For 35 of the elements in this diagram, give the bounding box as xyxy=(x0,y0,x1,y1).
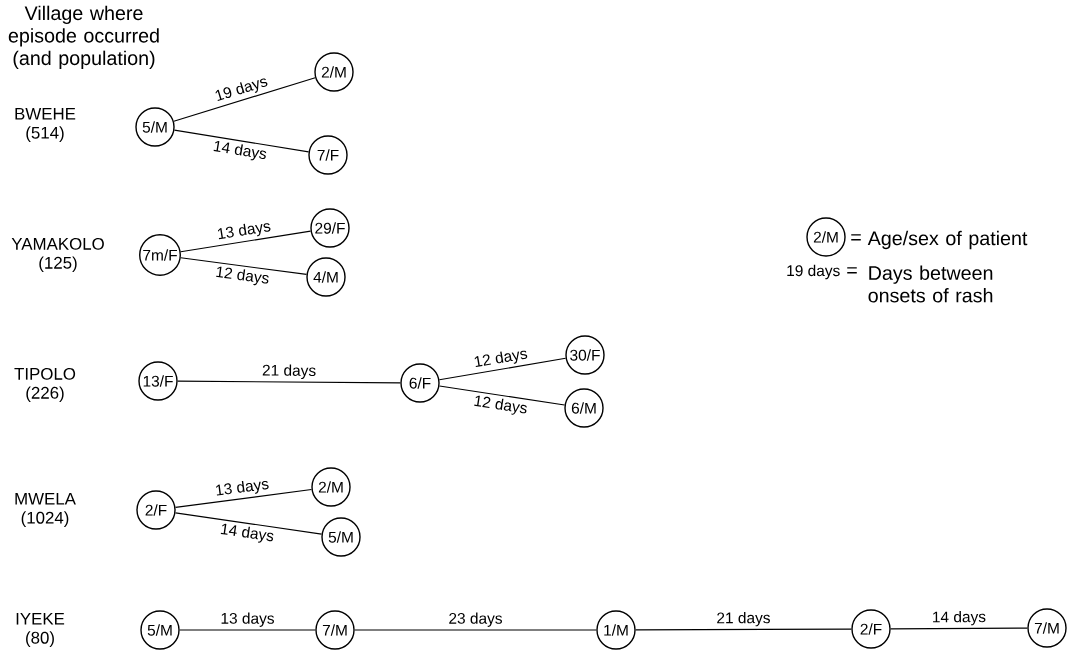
connector-line xyxy=(635,628,852,631)
connector-line xyxy=(354,629,597,631)
connector-line xyxy=(890,627,1028,630)
edge-label: 14 days xyxy=(220,523,274,543)
edge-label: 13 days xyxy=(221,612,274,627)
edge-label: 13 days xyxy=(217,223,271,240)
connector-line xyxy=(438,385,566,406)
village-label: BWEHE (514) xyxy=(15,107,76,142)
edge-label: 23 days xyxy=(449,612,502,627)
edge-label: 21 days xyxy=(717,612,770,627)
village-label: MWELA (1024) xyxy=(15,492,76,528)
edge-label: 19 days xyxy=(215,78,268,102)
connector-line xyxy=(174,512,323,535)
connector-line xyxy=(180,257,308,275)
edge-label: 21 days xyxy=(262,364,316,379)
connector-line xyxy=(180,230,312,253)
heading: Village where episode occurred (and population) xyxy=(8,5,159,69)
legend-text: Age/sex of patient xyxy=(867,230,1028,250)
connector-line xyxy=(175,489,313,508)
equals-sign: = xyxy=(847,267,857,274)
legend-text: Days between onsets of rash xyxy=(868,265,993,303)
village-label: TIPOLO (226) xyxy=(14,367,76,403)
connector-line xyxy=(173,129,310,153)
edge-label: 14 days xyxy=(933,611,986,626)
connector-line xyxy=(179,629,316,631)
edge-label: 12 days xyxy=(474,395,527,415)
connector-line xyxy=(173,77,316,122)
edge-label: 12 days xyxy=(474,350,528,368)
edge-label: 14 days xyxy=(213,140,267,161)
connector-line xyxy=(438,357,567,381)
edge-label: 13 days xyxy=(216,480,269,496)
edge-label: 12 days xyxy=(216,266,269,286)
village-label: YAMAKOLO (125) xyxy=(11,237,104,273)
connector-line xyxy=(177,380,401,384)
village-label: IYEKE (80) xyxy=(16,612,65,648)
